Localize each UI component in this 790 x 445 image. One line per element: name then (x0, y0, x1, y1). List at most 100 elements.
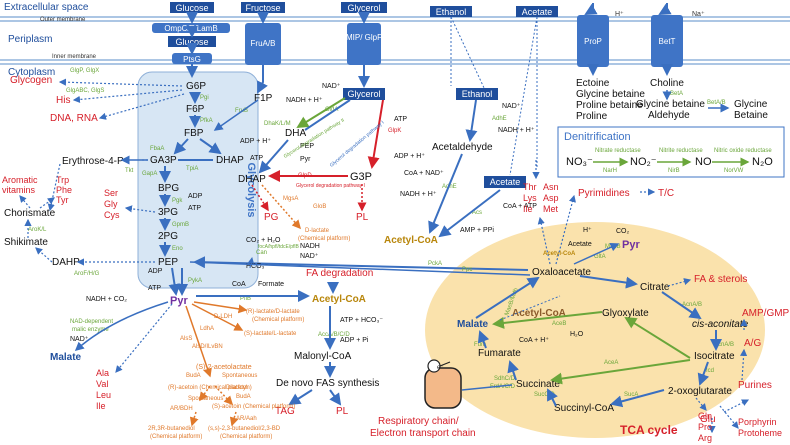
glycolysis-region (137, 71, 259, 289)
slactate: (S)-lactate/L-lactate (244, 331, 297, 337)
prop-label: ProP (584, 37, 602, 46)
glycolysis-arrows (159, 92, 222, 296)
eno: Eno (172, 246, 183, 252)
prop-products: Ectoine Glycine betaine Proline betaine … (576, 78, 645, 122)
rlactate-2: (Chemical platform) (252, 317, 304, 323)
inner-membrane-label: Inner membrane (52, 54, 97, 60)
coa-atp: CoA + ATP (503, 203, 537, 210)
glob: GloB (313, 204, 326, 210)
tyr: Tyr (56, 195, 69, 205)
erythrose-arrow (74, 99, 259, 351)
dha: DHA (285, 128, 306, 139)
nitric-oxide-reductase: Nitric oxide reductase (714, 148, 772, 154)
erythrose: Erythrose-4-P (62, 156, 124, 167)
dlactate-2: (Chemical platform) (298, 236, 350, 242)
val: Val (96, 379, 108, 389)
coa-h: CoA + H⁺ (519, 337, 549, 344)
acnab-1: AcnA/B (682, 302, 702, 308)
tca-dashed-arrows (532, 160, 750, 434)
glycine-betaine: Glycine betaine (576, 89, 645, 100)
succd: SucC/D (534, 392, 555, 398)
adp-1: ADP (188, 193, 203, 200)
ppc: Ppc (462, 267, 472, 273)
glucose-peri: Glucose (175, 37, 208, 47)
betab-enzyme: BetA/B (707, 100, 726, 106)
glycine-betaine-ald-2: Aldehyde (648, 110, 690, 121)
fructose-out: Fructose (245, 3, 280, 13)
co2: CO₂ (616, 228, 630, 235)
porphyrin: Porphyrin (738, 417, 777, 427)
tca-acetylcoa-small: Acetyl-CoA (543, 251, 576, 257)
glycerol-transport: Glycerol MIP/ GlpF (341, 2, 387, 65)
glu: Glu (700, 414, 716, 425)
acnab-2: AcnA/B (714, 342, 734, 348)
buda-1: BudA (186, 373, 201, 379)
proline: Proline (576, 111, 608, 122)
pgi: Pgi (200, 95, 209, 101)
hco3: HCO₃⁻ (246, 263, 268, 270)
s-acetolactate: (S)-2-acetolactate (196, 364, 252, 371)
glycerol-nadh: NADH + H⁺ (286, 97, 323, 104)
respiratory-2: Electron transport chain (370, 428, 476, 439)
2pg: 2PG (158, 231, 178, 242)
acea: AceA (604, 360, 618, 366)
adhe-1: AdhE (492, 116, 507, 122)
ectoine: Ectoine (576, 78, 610, 89)
dahp-left: DAHP (52, 257, 80, 268)
glpk-atp: ATP (394, 116, 407, 123)
glucose-out: Glucose (175, 3, 208, 13)
arbdh: AR/BDH (170, 406, 193, 412)
shikimate: Shikimate (4, 237, 48, 248)
glycerol-cyto: Glycerol (347, 89, 380, 99)
amp-gmp: AMP/GMP (742, 308, 790, 319)
pyr-nadh: NADH (300, 243, 320, 250)
g6p: G6P (186, 81, 206, 92)
ar-aah: AR/Aah (236, 416, 257, 422)
orange-arrows (185, 301, 248, 427)
pyr-pl: PL (336, 406, 349, 417)
butanediol2-1: (s,s)-2,3-butanediol/2,3-BD (208, 426, 281, 432)
pyr-nad: NAD⁺ (300, 253, 319, 260)
nad-left: NAD⁺ (70, 336, 89, 343)
his: His (56, 95, 70, 106)
acetyl-coa-1: Acetyl-CoA (384, 235, 438, 246)
glycerol-pep: PEP (300, 143, 314, 150)
sdh-1: SdhC/D (494, 376, 516, 382)
suca: SucA (624, 392, 638, 398)
glycolysis-enzymes: Pgi PfkA FbaA TpiA GapA Pgk GpmB Eno Pyk… (142, 95, 213, 292)
glpk-adp: ADP + H⁺ (394, 153, 425, 160)
dldh: D-LDH (214, 314, 232, 320)
pro: Pro (698, 422, 712, 432)
accabcd: AccA/B/C/D (318, 332, 350, 338)
ompc-label: OmpC/F/LamB (164, 24, 217, 33)
ga3p: GA3P (150, 155, 177, 166)
atp-hco3: ATP + HCO₃⁻ (340, 317, 383, 324)
respiratory-1: Respiratory chain/ (378, 416, 459, 427)
glpk: GlpK (388, 128, 401, 134)
denitrification-box: Denitrification NO₃⁻ NO₂⁻ NO N₂O Nitrate… (557, 126, 785, 178)
tca-pyr: Pyr (622, 239, 640, 251)
tca-acetate: Acetate (568, 241, 592, 248)
oxoglutarate: 2-oxoglutarate (668, 386, 732, 397)
ethanol-acetate-dashed (450, 16, 538, 176)
sdh-2: FrdA/C/D (490, 384, 516, 390)
ptsg-label: PtsG (183, 55, 201, 64)
formate: Formate (258, 281, 284, 288)
asp: Asp (543, 193, 559, 203)
succinate: Succinate (516, 379, 560, 390)
ethanol-cyto: Ethanol (462, 89, 493, 99)
mip-label: MIP/ GlpF (346, 33, 382, 42)
pyr-main: Pyr (170, 295, 188, 307)
malate-tca: Malate (457, 319, 489, 330)
h-plus: H⁺ (615, 11, 624, 18)
co2-h2o: CO₂ + H₂O (246, 237, 281, 244)
fas: De novo FAS synthesis (276, 378, 379, 389)
ethanol-out: Ethanol (436, 7, 467, 17)
glycerol-atp: ATP (250, 155, 263, 162)
glycerol-adph: ADP + H⁺ (240, 138, 271, 145)
outer-membrane-label: Outer membrane (40, 17, 86, 23)
fa-sterols: FA & sterols (694, 274, 747, 285)
glgabc: GlgABC, GlgS (66, 88, 104, 94)
narh: NarH (603, 168, 617, 174)
glycine-betaine-ald-1: Glycine betaine (636, 99, 705, 110)
